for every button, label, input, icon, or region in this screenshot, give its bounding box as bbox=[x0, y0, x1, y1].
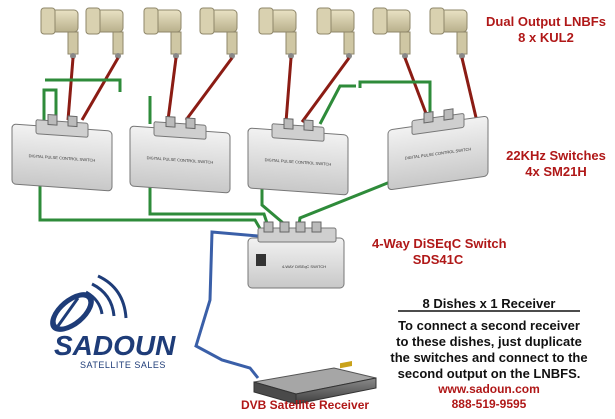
lnb-cables bbox=[66, 57, 480, 127]
cable-lnb1 bbox=[66, 57, 75, 121]
svg-text:DIGITAL PULSE CONTROL SWITCH: DIGITAL PULSE CONTROL SWITCH bbox=[29, 153, 96, 163]
info-line-3: the switches and connect to the bbox=[390, 350, 588, 365]
switch-22khz-2: DIGITAL PULSE CONTROL SWITCH bbox=[129, 115, 231, 194]
lnbf-1 bbox=[40, 7, 79, 59]
cable-sw1-out bbox=[38, 88, 264, 233]
switch22-sub: 4x SM21H bbox=[525, 164, 587, 179]
logo-name: SADOUN bbox=[54, 330, 176, 361]
green-cables bbox=[38, 78, 432, 233]
dvb-receiver bbox=[253, 360, 377, 405]
logo-tagline: SATELLITE SALES bbox=[80, 360, 166, 370]
cable-lnb6 bbox=[300, 57, 351, 123]
cable-lnb8 bbox=[460, 57, 480, 127]
cable-lnb3 bbox=[166, 57, 178, 121]
cable-lnb4 bbox=[184, 57, 234, 121]
switch-22khz-4: DIGITAL PULSE CONTROL SWITCH bbox=[387, 108, 489, 190]
info-website[interactable]: www.sadoun.com bbox=[438, 382, 540, 396]
cable-top-loop bbox=[45, 78, 432, 120]
svg-text:DIGITAL PULSE CONTROL SWITCH: DIGITAL PULSE CONTROL SWITCH bbox=[147, 155, 214, 165]
lnbf-2 bbox=[85, 7, 124, 59]
diseqc-title: 4-Way DiSEqC Switch bbox=[372, 236, 507, 251]
satellite-dish-icon bbox=[50, 274, 128, 332]
cable-receiver bbox=[194, 230, 260, 379]
switch22-title: 22KHz Switches bbox=[506, 148, 606, 163]
svg-text:DIGITAL PULSE CONTROL SWITCH: DIGITAL PULSE CONTROL SWITCH bbox=[265, 157, 332, 167]
diseqc-sub: SDS41C bbox=[412, 252, 464, 267]
lnbf-title: Dual Output LNBFs bbox=[486, 14, 606, 29]
cable-lnb2 bbox=[80, 57, 120, 121]
info-line-4: second output on the LNBFS. bbox=[397, 366, 581, 381]
info-line-1: To connect a second receiver bbox=[398, 318, 580, 333]
cable-lnb5 bbox=[284, 57, 293, 123]
lnbf-7 bbox=[372, 7, 411, 59]
info-phone: 888-519-9595 bbox=[451, 397, 527, 411]
lnbf-8 bbox=[429, 7, 468, 59]
switch-22khz-3: DIGITAL PULSE CONTROL SWITCH bbox=[247, 117, 349, 196]
diseqc-switch: 4-WAY DiSEqC SWITCH bbox=[247, 221, 345, 289]
receiver-label: DVB Satellite Receiver bbox=[240, 398, 370, 412]
svg-text:4-WAY DiSEqC SWITCH: 4-WAY DiSEqC SWITCH bbox=[282, 264, 326, 269]
info-line-2: to these dishes, just duplicate bbox=[396, 334, 582, 349]
info-heading: 8 Dishes x 1 Receiver bbox=[422, 296, 556, 311]
lnbf-5 bbox=[258, 7, 297, 59]
lnbf-3 bbox=[143, 7, 182, 59]
lnbf-sub: 8 x KUL2 bbox=[518, 30, 574, 45]
sadoun-logo: SADOUN SATELLITE SALES bbox=[50, 274, 176, 370]
lnbf-4 bbox=[199, 7, 238, 59]
lnbf-6 bbox=[316, 7, 355, 59]
switch-22khz-1: DIGITAL PULSE CONTROL SWITCH bbox=[11, 113, 113, 192]
